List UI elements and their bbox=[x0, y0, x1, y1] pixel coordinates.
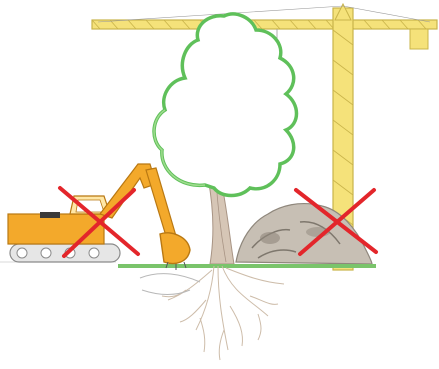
excavated-ground bbox=[140, 274, 200, 295]
excavator bbox=[8, 164, 190, 270]
tree-canopy bbox=[154, 14, 296, 196]
tree-roots bbox=[162, 266, 284, 360]
